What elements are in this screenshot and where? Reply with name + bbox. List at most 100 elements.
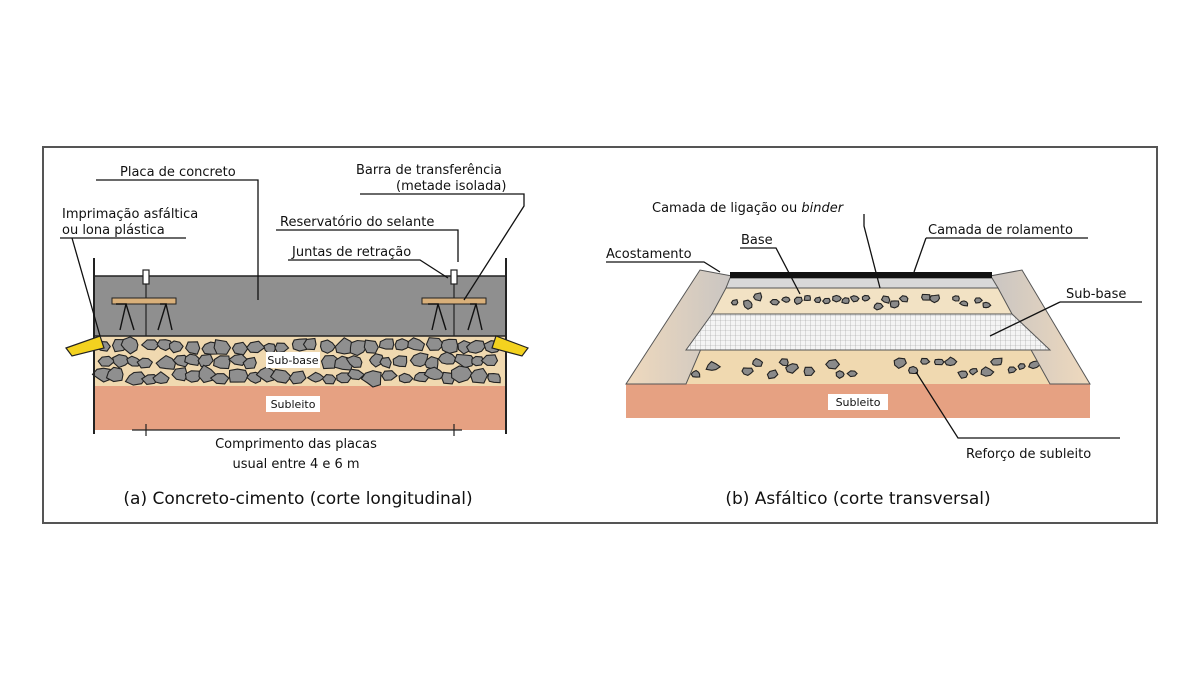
aggregate-stone [288, 370, 307, 385]
aggregate-stone [274, 342, 290, 354]
right-subleito-label: Subleito [836, 396, 881, 409]
aggregate-stone [425, 337, 445, 351]
aggregate-stone [769, 298, 781, 306]
aggregate-stone [898, 295, 909, 303]
aggregate-stone [893, 357, 907, 370]
left-sub-base-stones [91, 336, 502, 388]
aggregate-stone [813, 296, 822, 304]
aggregate-stone [156, 339, 174, 352]
base-label: Base [741, 233, 773, 248]
left-subleito-label: Subleito [271, 398, 316, 411]
reforco-stones [690, 356, 1041, 380]
metade-isolada-label: (metade isolada) [396, 179, 506, 194]
aggregate-stone [168, 340, 184, 354]
aggregate-stone [184, 353, 201, 367]
aggregate-stone [743, 299, 753, 310]
aggregate-stone [381, 370, 398, 381]
aggregate-stone [197, 353, 214, 368]
usual-4-6m-label: usual entre 4 e 6 m [232, 457, 359, 472]
aggregate-stone [255, 366, 278, 383]
aggregate-stone [832, 294, 842, 303]
aggregate-stone [407, 337, 426, 352]
aggregate-stone [336, 372, 352, 384]
aggregate-stone [105, 366, 124, 383]
aggregate-stone [184, 370, 202, 383]
reforco-subleito-label: Reforço de subleito [966, 447, 1091, 462]
aggregate-stone [889, 300, 900, 309]
left-sub-base-label: Sub-base [267, 354, 318, 367]
aggregate-stone [943, 356, 958, 367]
aggregate-stone [952, 295, 960, 302]
aggregate-stone [269, 368, 293, 384]
aggregate-stone [440, 338, 459, 355]
aggregate-stone [766, 369, 779, 380]
aggregate-stone [846, 370, 858, 378]
transfer-bar-left [111, 297, 177, 305]
aggregate-stone [841, 297, 850, 304]
aggregate-stone [213, 339, 232, 355]
aggregate-stone [921, 293, 931, 301]
aggregate-stone [245, 340, 266, 354]
asphalt-prime-left-marker [65, 335, 105, 357]
aggregate-stone [291, 338, 308, 352]
transfer-bar-right [421, 297, 487, 305]
right-sub-base-layer [685, 313, 1052, 351]
aggregate-stone [803, 294, 811, 301]
asphalt-prime-right-marker [491, 335, 529, 357]
aggregate-stone [980, 366, 995, 377]
reforco-subleito-layer [626, 350, 1090, 384]
left-caption: (a) Concreto-cimento (corte longitudinal… [123, 489, 472, 509]
aggregate-stone [398, 372, 414, 384]
base-stones [730, 292, 992, 311]
aggregate-stone [228, 368, 249, 383]
aggregate-stone [112, 354, 131, 369]
aggregate-stone [368, 353, 385, 368]
acostamento-label: Acostamento [606, 247, 692, 262]
aggregate-stone [933, 358, 945, 366]
imprimacao-label: Imprimação asfáltica [62, 207, 198, 222]
right-caption: (b) Asfáltico (corte transversal) [725, 489, 990, 509]
camada-ligacao-label: Camada de ligação ou binder [652, 201, 845, 216]
aggregate-stone [958, 300, 969, 307]
aggregate-stone [136, 357, 154, 369]
aggregate-stone [345, 355, 363, 368]
aggregate-stone [423, 366, 445, 381]
aggregate-stone [751, 357, 764, 367]
aggregate-stone [334, 337, 355, 355]
aggregate-stone [803, 366, 816, 376]
aggregate-stone [465, 339, 486, 354]
aggregate-stone [394, 338, 412, 351]
aggregate-stone [730, 298, 739, 306]
aggregate-stone [321, 374, 337, 385]
comprimento-placas-label: Comprimento das placas [215, 437, 377, 452]
aggregate-stone [752, 292, 763, 302]
aggregate-stone [392, 355, 408, 368]
aggregate-stone [209, 373, 230, 385]
aggregate-stone [835, 370, 845, 379]
aggregate-stone [155, 354, 177, 370]
aggregate-stone [171, 367, 188, 382]
camada-rolamento-label: Camada de rolamento [928, 223, 1073, 238]
aggregate-stone [349, 339, 367, 357]
placa-de-concreto-label: Placa de concreto [120, 165, 236, 180]
aggregate-stone [450, 365, 474, 384]
aggregate-stone [973, 297, 984, 304]
aggregate-stone [306, 371, 326, 383]
aggregate-stone [152, 371, 170, 384]
concrete-slab [93, 275, 507, 337]
concrete-pavement-diagram: Sub-base Subleito Placa de concreto Barr… [60, 163, 529, 509]
camada-rolamento-layer [730, 272, 992, 278]
aggregate-stone [363, 339, 379, 354]
barra-transferencia-label: Barra de transferência [356, 163, 502, 178]
aggregate-stone [124, 371, 147, 386]
aggregate-stone [861, 294, 871, 302]
aggregate-stone [97, 355, 116, 367]
aggregate-stone [302, 337, 317, 351]
aggregate-stone [929, 294, 941, 304]
juntas-retracao-label: Juntas de retração [291, 245, 411, 260]
aggregate-stone [968, 368, 979, 376]
aggregate-stone [347, 368, 366, 381]
aggregate-stone [880, 295, 891, 304]
aggregate-stone [778, 358, 789, 367]
